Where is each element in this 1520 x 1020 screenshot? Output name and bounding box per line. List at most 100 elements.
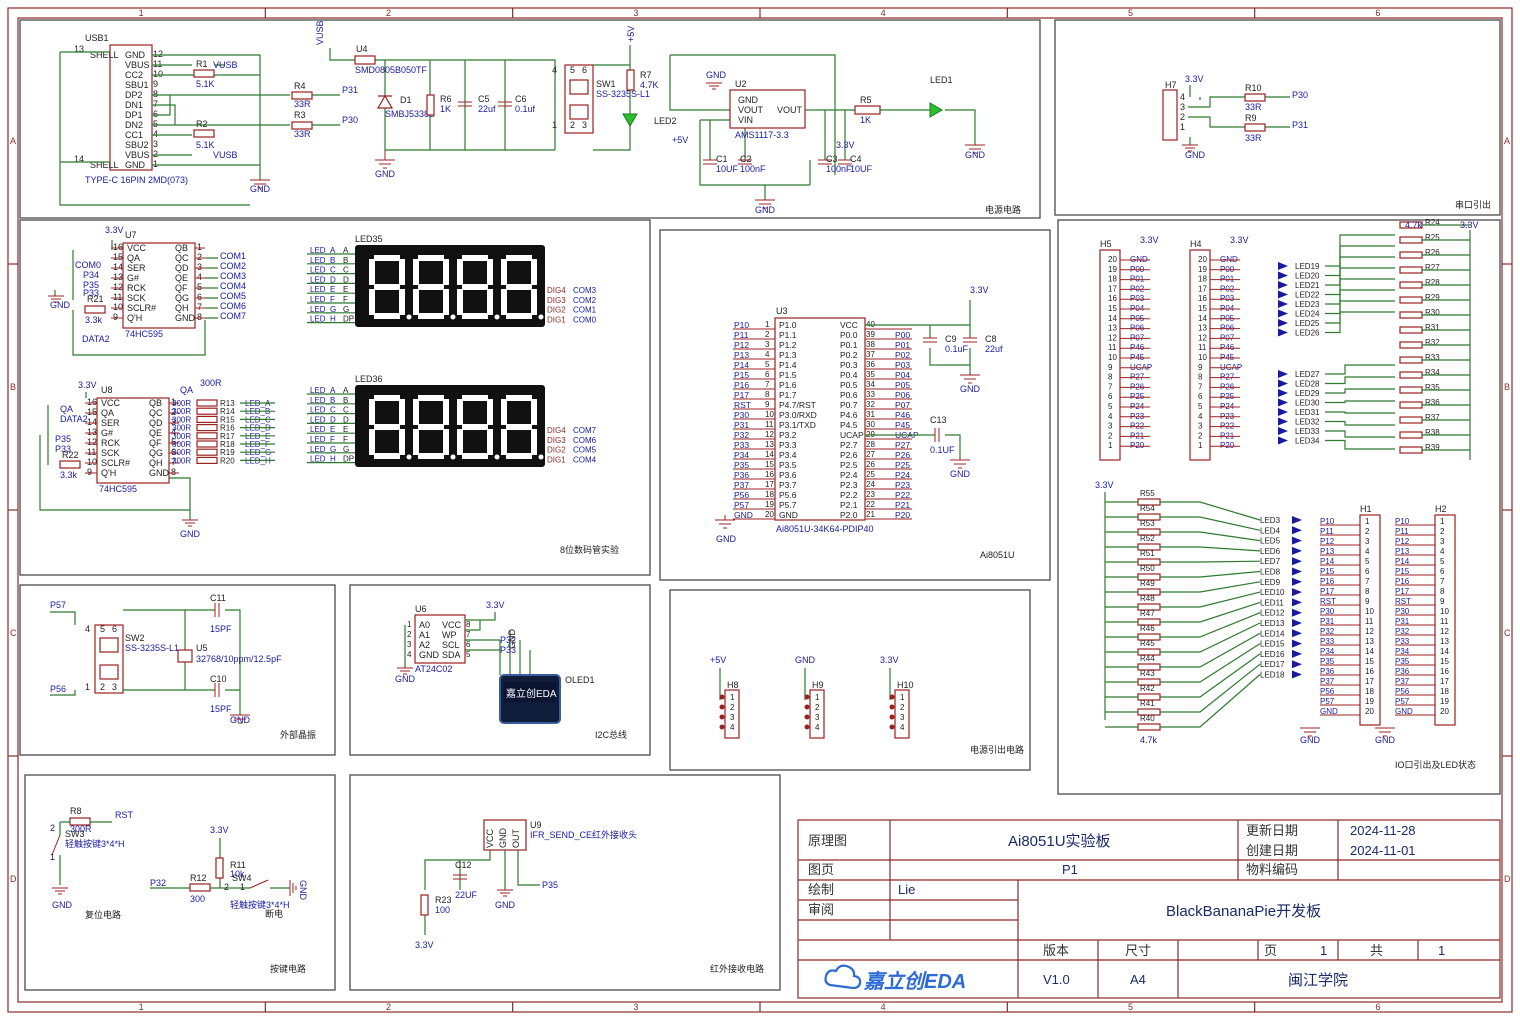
usb-pin-label: DN1 — [125, 100, 143, 110]
h10-pin: 4 — [900, 723, 905, 732]
led-diode-bot — [1292, 639, 1302, 648]
gnd-ldo — [755, 199, 775, 209]
u8-lnum: 15 — [87, 407, 97, 417]
h10-pin-dot — [889, 724, 895, 730]
u7-com-net: COM4 — [220, 281, 246, 291]
keys-p32: P32 — [150, 878, 166, 888]
tb-l-page: 图页 — [808, 862, 834, 877]
ruler-row-right: B — [1504, 382, 1510, 392]
led-ref-bot: LED6 — [1260, 547, 1281, 556]
h8-pin: 3 — [730, 713, 735, 722]
u8-rnum: 1 — [171, 397, 176, 407]
h12-net: RST — [1395, 597, 1411, 606]
u3-rpin: P0.6 — [840, 390, 858, 400]
u6-rpin: WP — [442, 630, 457, 640]
led-diode-bot — [1292, 619, 1302, 627]
h8-header — [724, 689, 740, 739]
io-res-left-ref: R43 — [1140, 669, 1155, 678]
led36-ref: LED36 — [355, 374, 383, 384]
sw1-val: SS-3235S-L1 — [596, 89, 650, 99]
io-res-ref: R38 — [1425, 428, 1440, 437]
io-resistor — [1399, 296, 1423, 304]
u6-lpin: A1 — [419, 630, 430, 640]
led-diode-top — [1278, 300, 1288, 308]
seg-bar — [506, 395, 532, 401]
r3-val: 33R — [294, 129, 311, 139]
io-res-left-ref: R52 — [1140, 534, 1155, 543]
h12-net: P12 — [1320, 537, 1335, 546]
seg-dp — [406, 314, 412, 320]
h5-ref: H5 — [1100, 239, 1112, 249]
u7-lpin: SER — [127, 263, 146, 273]
u8-res-val: 300R — [172, 432, 191, 441]
seg-pin-letter: E — [343, 285, 348, 294]
u8-lnum: 12 — [87, 437, 97, 447]
u6-lpin: GND — [419, 650, 440, 660]
led-diode-mid — [1278, 379, 1288, 388]
u3-rpin: P0.2 — [840, 350, 858, 360]
u7-lnum: 14 — [113, 262, 123, 272]
r10 — [1244, 93, 1266, 102]
u7-rpin: QC — [175, 253, 189, 263]
u8-rpin: GND — [149, 468, 170, 478]
r11-val: 10k — [230, 869, 245, 879]
io-res-left-ref: R45 — [1140, 639, 1155, 648]
seg-pin-letter: A — [343, 386, 349, 395]
seg-pin-net: LED_A — [310, 386, 336, 395]
u2-pin-gnd: GND — [738, 95, 759, 105]
h8-pin-dot — [719, 704, 725, 710]
u7-rnum: 2 — [197, 252, 202, 262]
u7-lnum: 10 — [113, 302, 123, 312]
u8-lnum: 10 — [87, 457, 97, 467]
u8-lnum: 14 — [87, 417, 97, 427]
h12-net: P57 — [1320, 697, 1335, 706]
u8-net-p35: P35 — [55, 434, 71, 444]
hdr-num: 7 — [1108, 382, 1113, 391]
u8-300r: 300R — [200, 378, 222, 388]
u6-lnum: 2 — [407, 630, 412, 639]
u3-lpin: P3.3 — [779, 440, 797, 450]
h12-net: P34 — [1320, 647, 1335, 656]
led-wire-mid — [1325, 364, 1395, 375]
usb-part: TYPE-C 16PIN 2MD(073) — [85, 175, 188, 185]
led-diode-bot — [1292, 557, 1302, 566]
reset-lbl: 复位电路 — [85, 909, 121, 920]
seg-bar — [399, 259, 405, 285]
seg-com: COM3 — [573, 286, 597, 295]
r10-val: 33R — [1245, 102, 1262, 112]
u3-rnet: P24 — [895, 470, 910, 480]
h12-net: P12 — [1395, 537, 1410, 546]
u8-res-ref: R20 — [220, 456, 235, 465]
io-res-ref: R25 — [1425, 233, 1440, 242]
led35-ref: LED35 — [355, 234, 383, 244]
seg-dp — [450, 454, 456, 460]
ruler-col-top: 5 — [1128, 8, 1133, 18]
seg-bar — [418, 255, 444, 261]
u3-lpin: P3.6 — [779, 470, 797, 480]
u3-rnet: P46 — [895, 410, 910, 420]
seg-bar — [399, 429, 405, 455]
gnd-mcu — [715, 515, 735, 529]
u4-val: SMD0805B050TF — [355, 65, 428, 75]
u3-lnet: P16 — [734, 380, 749, 390]
usb-pin-num: 3 — [153, 139, 158, 149]
title-i2c: I2C总线 — [595, 729, 627, 740]
u7-rnum: 3 — [197, 262, 202, 272]
u3-lpin: P1.2 — [779, 340, 797, 350]
u3-rnum: 22 — [866, 500, 875, 509]
u8-lnum: 11 — [87, 447, 96, 457]
block-keys — [24, 774, 336, 991]
c8-val: 22uf — [985, 344, 1003, 354]
ir-33v: 3.3V — [415, 940, 434, 950]
u8-lpin: RCK — [101, 438, 120, 448]
io-resistor — [1399, 326, 1423, 334]
h12-num: 13 — [1365, 637, 1374, 646]
u3-rpin: P0.7 — [840, 400, 858, 410]
seg-com: COM7 — [573, 426, 597, 435]
u8-lpin: QA — [101, 408, 114, 418]
u7-lpin: Q'H — [127, 313, 142, 323]
h12-num: 14 — [1440, 647, 1449, 656]
h12-num: 11 — [1365, 617, 1374, 626]
c9-c8 — [923, 337, 977, 343]
